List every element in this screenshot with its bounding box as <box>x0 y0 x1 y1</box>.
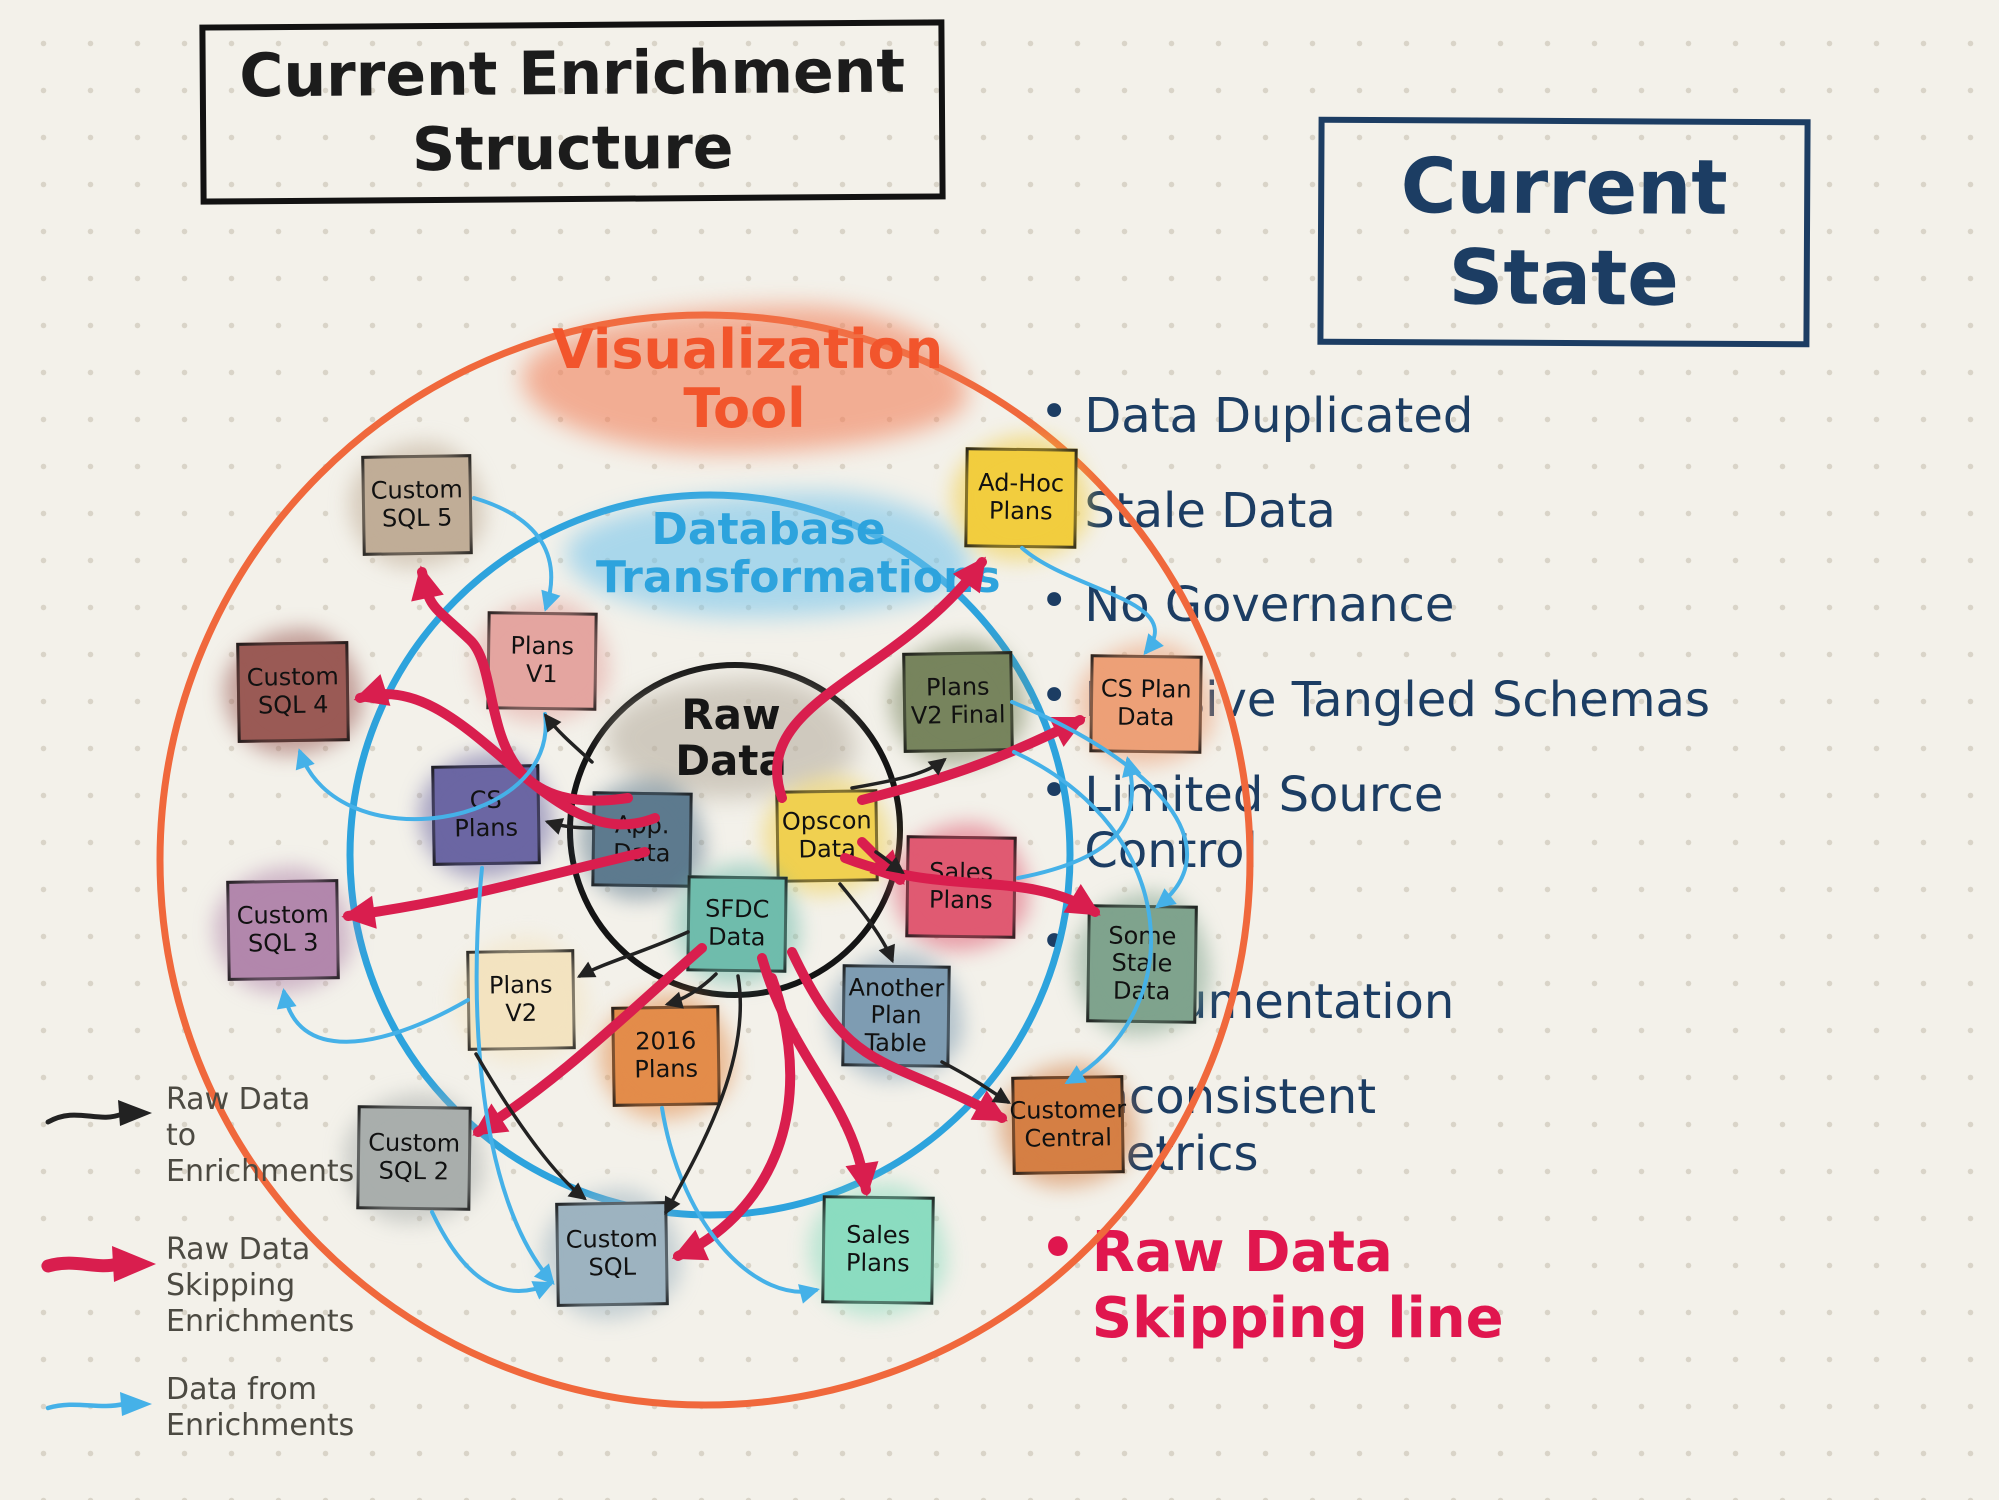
node-label: Custom SQL 4 <box>246 662 339 720</box>
node-label: Opscon Data <box>781 806 872 864</box>
node-some-stale-data: Some Stale Data <box>1073 891 1211 1037</box>
edge-raw-opscon-to-plans-v2-final <box>850 757 947 790</box>
current-state-title-box: Current State <box>1317 116 1811 348</box>
bullet-icon: • <box>1040 384 1069 440</box>
node-custom-sql-2: Custom SQL 2 <box>343 1092 485 1224</box>
node-custom-sql-4: Custom SQL 4 <box>223 627 363 757</box>
node-cs-plans: CS Plans <box>418 750 554 880</box>
node-label: Plans V1 <box>510 631 575 689</box>
node-label: Ad-Hoc Plans <box>978 468 1065 526</box>
node-custom-sql: Custom SQL <box>541 1187 683 1321</box>
node-label: Sales Plans <box>928 857 994 915</box>
node-another-plan-table: Another Plan Table <box>828 951 964 1081</box>
bullet-icon: • <box>1040 573 1069 630</box>
edge-enriched-cs-plans-to-custom-sql <box>474 866 555 1286</box>
state-item-raw-data-skipping: •Raw Data Skipping line <box>1040 1216 1504 1352</box>
diagram-title: Current Enrichment Structure <box>239 36 906 186</box>
node-sales-plans: Sales Plans <box>892 822 1030 952</box>
node-opscon-data: Opscon Data <box>762 776 892 896</box>
data-from-enrichments-arrow-icon <box>45 1392 152 1416</box>
node-plans-v1: Plans V1 <box>473 598 611 724</box>
legend-item-data-from-enrichments: Data from Enrichments <box>40 1372 360 1444</box>
raw-data-arrow-icon <box>45 1100 152 1126</box>
node-label: Custom SQL 3 <box>236 900 329 958</box>
node-ad-hoc-plans: Ad-Hoc Plans <box>951 434 1091 562</box>
node-2016-plans: 2016 Plans <box>598 991 734 1121</box>
node-sfdc-data: SFDC Data <box>673 862 801 986</box>
node-app-data: App. Data <box>578 778 706 901</box>
node-sales-plans-bottom: Sales Plans <box>808 1182 948 1318</box>
bullet-icon: • <box>1040 913 1069 970</box>
node-customer-central: Customer Central <box>998 1061 1138 1189</box>
state-item: •Stale Data <box>1040 479 1970 540</box>
bullet-icon: • <box>1040 667 1069 724</box>
database-transformations-label: Database Transformations <box>566 492 1001 617</box>
node-label: Another Plan Table <box>848 972 945 1058</box>
node-label: Custom SQL 5 <box>370 475 463 533</box>
legend-item-raw-skipping-enrichments: Raw Data Skipping Enrichments <box>40 1232 360 1340</box>
node-label: SFDC Data <box>704 894 770 952</box>
edge-enriched-plans-v2-to-custom-sql-3 <box>276 988 470 1044</box>
node-plans-v2: Plans V2 <box>453 935 589 1065</box>
edge-raw-sfdc-to-plans-v2 <box>576 930 690 978</box>
state-item: •Limited Source Control <box>1040 762 1444 880</box>
node-label: Some Stale Data <box>1108 921 1177 1006</box>
state-item: •Inconsistent Metrics <box>1040 1065 1970 1182</box>
state-item: •No Governance <box>1040 573 1455 634</box>
node-label: Plans V2 Final <box>910 672 1006 730</box>
node-label: App. Data <box>612 810 671 867</box>
edge-enriched-custom-sql-5-to-plans-v1 <box>472 496 561 612</box>
node-custom-sql-5: Custom SQL 5 <box>348 440 486 570</box>
state-item: •Data Duplicated <box>1040 384 1474 444</box>
edge-raw-app-data-to-plans-v1 <box>543 713 594 764</box>
current-state-list: •Data Duplicated •Stale Data •No Governa… <box>1040 384 1970 1390</box>
edge-raw-opscon-to-another-plan-table <box>838 882 895 964</box>
node-label: Customer Central <box>1009 1095 1127 1153</box>
visualization-tool-label: Visualization Tool <box>522 306 967 453</box>
raw-data-skipping-arrow-icon <box>41 1246 156 1282</box>
node-plans-v2-final: Plans V2 Final <box>889 637 1027 767</box>
node-label: Custom SQL <box>565 1224 658 1282</box>
bullet-icon: • <box>1040 762 1069 819</box>
edge-enriched-2016-plans-to-sales-plans-bottom <box>660 1106 820 1304</box>
node-label: Sales Plans <box>845 1220 911 1278</box>
node-label: 2016 Plans <box>634 1026 699 1084</box>
edge-raw-plans-v2-to-custom-sql <box>474 1052 587 1201</box>
current-state-title: Current State <box>1400 140 1728 323</box>
bullet-icon: • <box>1040 1216 1076 1282</box>
node-cs-plan-data: CS Plan Data <box>1076 641 1216 767</box>
edge-enriched-custom-sql-2-to-custom-sql <box>430 1210 554 1300</box>
diagram-title-box: Current Enrichment Structure <box>199 19 946 205</box>
node-label: Custom SQL 2 <box>368 1128 461 1186</box>
node-custom-sql-3: Custom SQL 3 <box>213 865 353 995</box>
edge-raw-another-plan-table-to-customer-central <box>940 1060 1011 1104</box>
raw-data-label: Raw Data <box>606 678 856 799</box>
node-label: CS Plans <box>454 786 519 843</box>
node-label: Plans V2 <box>488 970 553 1028</box>
legend-item-raw-to-enrichments: Raw Data to Enrichments <box>40 1082 360 1190</box>
node-label: CS Plan Data <box>1100 674 1192 732</box>
